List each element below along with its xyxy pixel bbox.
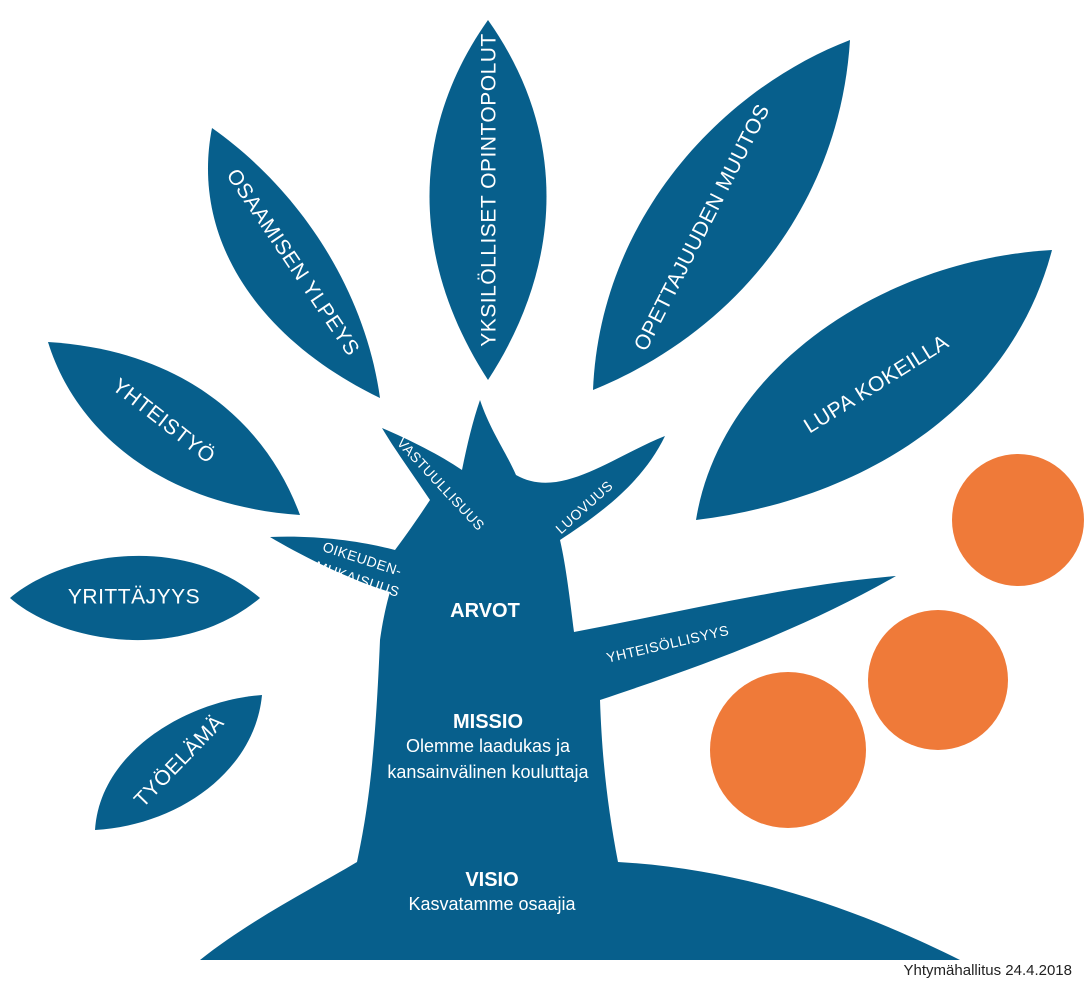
orange-circle-bottom	[710, 672, 866, 828]
leaf-osaamisen	[207, 128, 380, 398]
label-arvot: ARVOT	[450, 600, 520, 622]
leaf-opettajuuden	[593, 40, 850, 390]
tree-trunk	[200, 400, 960, 960]
label-yrittajyys: YRITTÄJYYS	[68, 586, 200, 609]
label-yksilolliset: YKSILÖLLISET OPINTOPOLUT	[478, 33, 501, 347]
leaf-tyoelama	[95, 695, 262, 830]
label-visio-line1: Kasvatamme osaajia	[408, 894, 576, 914]
leaf-yrittajyys	[10, 555, 260, 641]
footer-date: Yhtymähallitus 24.4.2018	[904, 962, 1072, 979]
orange-circle-top	[952, 454, 1084, 586]
orange-circle-middle	[868, 610, 1008, 750]
label-missio-line1: Olemme laadukas ja	[406, 736, 571, 756]
leaf-yksilolliset	[429, 20, 547, 380]
leaf-lupa	[696, 250, 1052, 520]
label-missio-title: MISSIO	[453, 711, 523, 733]
label-missio-line2: kansainvälinen kouluttaja	[387, 762, 589, 782]
leaf-yhteistyo	[48, 342, 300, 515]
label-visio-title: VISIO	[465, 869, 518, 891]
